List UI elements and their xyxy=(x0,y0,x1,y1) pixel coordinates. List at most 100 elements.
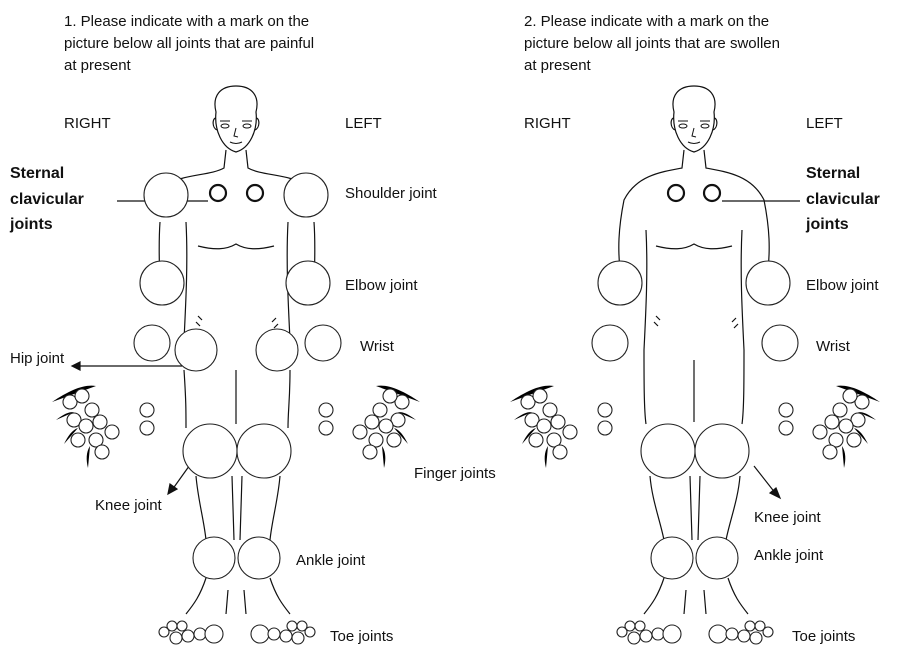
finger-joint[interactable] xyxy=(823,445,837,459)
finger-joint[interactable] xyxy=(779,421,793,435)
right-wrist-joint[interactable] xyxy=(134,325,170,361)
right-elbow-joint[interactable] xyxy=(140,261,184,305)
left-ankle-joint[interactable] xyxy=(238,537,280,579)
finger-joint[interactable] xyxy=(843,389,857,403)
finger-joint[interactable] xyxy=(93,415,107,429)
right-wrist-joint[interactable] xyxy=(592,325,628,361)
left-sternal-clavicular-joint[interactable] xyxy=(247,185,263,201)
right-ankle-joint[interactable] xyxy=(193,537,235,579)
toe-joint[interactable] xyxy=(750,632,762,644)
toe-joint[interactable] xyxy=(292,632,304,644)
toe-joints-left-figure xyxy=(159,621,315,644)
finger-joint[interactable] xyxy=(598,421,612,435)
finger-joint[interactable] xyxy=(543,403,557,417)
neck-shoulder-outline xyxy=(166,150,306,186)
right-knee-joint[interactable] xyxy=(641,424,695,478)
finger-joint[interactable] xyxy=(553,445,567,459)
shin-outline xyxy=(196,476,280,540)
right-body-outline xyxy=(619,86,769,614)
finger-joint[interactable] xyxy=(85,403,99,417)
toe-joint[interactable] xyxy=(745,621,755,631)
finger-joint[interactable] xyxy=(353,425,367,439)
ankle-foot-outline xyxy=(644,578,748,614)
toe-joint[interactable] xyxy=(205,625,223,643)
finger-joint[interactable] xyxy=(833,403,847,417)
left-knee-joint[interactable] xyxy=(695,424,749,478)
right-sternal-clavicular-joint[interactable] xyxy=(210,185,226,201)
toe-joint[interactable] xyxy=(194,628,206,640)
finger-joint[interactable] xyxy=(563,425,577,439)
finger-joint[interactable] xyxy=(387,433,401,447)
toe-joint[interactable] xyxy=(726,628,738,640)
left-hand-finger-joints xyxy=(779,386,880,468)
toe-joint[interactable] xyxy=(709,625,727,643)
right-hip-joint[interactable] xyxy=(175,329,217,371)
right-elbow-joint[interactable] xyxy=(598,261,642,305)
left-wrist-joint[interactable] xyxy=(305,325,341,361)
finger-joint[interactable] xyxy=(75,389,89,403)
left-shoulder-joint[interactable] xyxy=(284,173,328,217)
chest-outline xyxy=(656,244,732,249)
finger-joint[interactable] xyxy=(140,421,154,435)
toe-joint[interactable] xyxy=(635,621,645,631)
toe-joint[interactable] xyxy=(305,627,315,637)
toe-joint[interactable] xyxy=(663,625,681,643)
finger-joint[interactable] xyxy=(813,425,827,439)
finger-joint[interactable] xyxy=(363,445,377,459)
right-knee-joint-label: Knee joint xyxy=(754,509,822,526)
finger-joint[interactable] xyxy=(529,433,543,447)
left-elbow-joint[interactable] xyxy=(746,261,790,305)
left-sternal-clavicular-joint[interactable] xyxy=(704,185,720,201)
torso-outline xyxy=(184,222,290,340)
right-knee-joint[interactable] xyxy=(183,424,237,478)
finger-joint[interactable] xyxy=(598,403,612,417)
toe-joint[interactable] xyxy=(738,630,750,642)
finger-joint[interactable] xyxy=(140,403,154,417)
finger-joint[interactable] xyxy=(537,419,551,433)
toe-joint[interactable] xyxy=(652,628,664,640)
finger-joint[interactable] xyxy=(379,419,393,433)
toe-joint[interactable] xyxy=(640,630,652,642)
chest-outline xyxy=(198,244,274,249)
finger-joint[interactable] xyxy=(825,415,839,429)
finger-joint[interactable] xyxy=(95,445,109,459)
right-question-line-1: 2. Please indicate with a mark on the xyxy=(524,13,769,30)
left-elbow-joint[interactable] xyxy=(286,261,330,305)
toe-joint[interactable] xyxy=(287,621,297,631)
right-sternal-label-1: Sternal xyxy=(806,165,860,182)
toe-joint[interactable] xyxy=(268,628,280,640)
toe-joint[interactable] xyxy=(251,625,269,643)
left-knee-joint-label: Knee joint xyxy=(95,497,163,514)
toe-joint[interactable] xyxy=(628,632,640,644)
toe-joint[interactable] xyxy=(170,632,182,644)
left-wrist-joint[interactable] xyxy=(762,325,798,361)
toe-joint[interactable] xyxy=(280,630,292,642)
finger-joint[interactable] xyxy=(383,389,397,403)
finger-joint[interactable] xyxy=(847,433,861,447)
left-ankle-joint[interactable] xyxy=(696,537,738,579)
finger-joint[interactable] xyxy=(839,419,853,433)
left-hip-joint[interactable] xyxy=(256,329,298,371)
finger-joint[interactable] xyxy=(551,415,565,429)
right-figure-right-side-label: RIGHT xyxy=(524,115,571,132)
finger-joint[interactable] xyxy=(779,403,793,417)
left-sternal-label-3: joints xyxy=(9,216,53,233)
toe-joint[interactable] xyxy=(177,621,187,631)
finger-joint[interactable] xyxy=(319,421,333,435)
right-sternal-clavicular-joint[interactable] xyxy=(668,185,684,201)
left-knee-joint[interactable] xyxy=(237,424,291,478)
finger-joint[interactable] xyxy=(79,419,93,433)
toe-joint[interactable] xyxy=(167,621,177,631)
toe-joint[interactable] xyxy=(763,627,773,637)
toe-joint[interactable] xyxy=(625,621,635,631)
right-shoulder-joint[interactable] xyxy=(144,173,188,217)
finger-joint[interactable] xyxy=(71,433,85,447)
right-ankle-joint[interactable] xyxy=(651,537,693,579)
finger-joint[interactable] xyxy=(533,389,547,403)
finger-joint[interactable] xyxy=(373,403,387,417)
finger-joint[interactable] xyxy=(105,425,119,439)
finger-joint[interactable] xyxy=(365,415,379,429)
toe-joint[interactable] xyxy=(182,630,194,642)
waist-marks xyxy=(654,316,738,328)
finger-joint[interactable] xyxy=(319,403,333,417)
